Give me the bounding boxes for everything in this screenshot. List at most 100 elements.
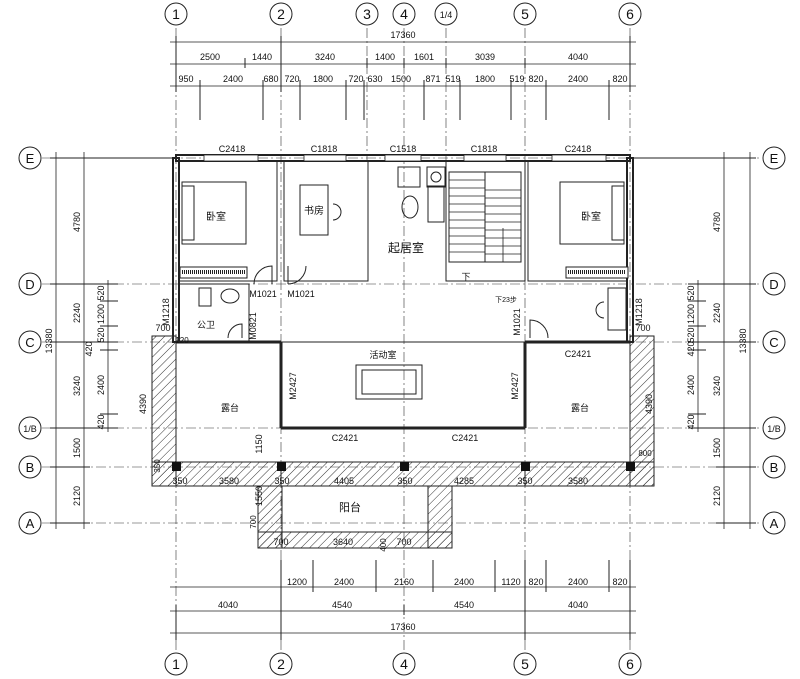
dim-label: 2160	[394, 577, 414, 587]
window-label: C1818	[311, 144, 338, 154]
walls	[172, 154, 634, 430]
dim-label: 720	[348, 74, 363, 84]
dim-label: 2400	[686, 375, 696, 395]
room-study: 书房	[304, 204, 324, 217]
window-label: C2421	[565, 349, 592, 359]
door-label: M2427	[288, 372, 298, 400]
dim-label: 520	[96, 285, 106, 300]
dim-label: 2500	[200, 52, 220, 62]
axis-label: A	[770, 516, 779, 531]
dim-label: 3580	[568, 476, 588, 486]
bottom-row2-labels: 4040 4540 4540 4040	[218, 600, 588, 610]
left-dimensions: 13380 4780 2240 3240 1500 2120 520 1200 …	[44, 152, 176, 529]
dim-label: 400	[379, 538, 388, 552]
door-label: M1021	[249, 289, 277, 299]
dim-label: 1200	[287, 577, 307, 587]
top-row1-labels: 2500 1440 3240 1400 1601 3039 4040	[200, 52, 588, 62]
bottom-row1-labels: 1200 2400 2160 2400 1120 820 2400 820	[287, 577, 628, 587]
dim-label: 2120	[712, 486, 722, 506]
axis-label: D	[769, 277, 778, 292]
room-bedroom-left: 卧室	[206, 210, 226, 223]
dim-label: 871	[425, 74, 440, 84]
left-axis-bubbles: E D C 1/B B A	[18, 146, 42, 535]
dim-label: 4040	[568, 600, 588, 610]
window-label: C1818	[471, 144, 498, 154]
door-label: M1021	[287, 289, 315, 299]
dim-label: 4390	[138, 394, 148, 414]
room-activity: 活动室	[369, 349, 396, 360]
dim-label: 2400	[96, 375, 106, 395]
dim-label: 700	[273, 537, 288, 547]
dim-label: 1440	[252, 52, 272, 62]
room-terrace-left: 露台	[221, 402, 239, 413]
door-label: M1218	[634, 298, 644, 326]
furniture	[179, 166, 629, 400]
top-dimensions: 17360 2500 1440 3240 1400 1601 3039 4040…	[170, 30, 636, 120]
bottom-ticks	[175, 560, 631, 640]
columns	[172, 462, 635, 471]
axis-label: 5	[521, 6, 529, 22]
dim-label: 350	[517, 476, 532, 486]
axis-label: 4	[400, 656, 408, 672]
dim-total-top: 17360	[390, 30, 415, 40]
axis-label: C	[25, 335, 34, 350]
window-labels: C2418 C1818 C1518 C1818 C2418 C2421 C242…	[219, 144, 592, 443]
dim-total-bottom: 17360	[390, 622, 415, 632]
axis-label: 4	[400, 6, 408, 22]
dim-label: 4780	[712, 212, 722, 232]
dim-label: 4285	[454, 476, 474, 486]
dim-label: 630	[367, 74, 382, 84]
dim-label: 520	[686, 327, 696, 342]
dim-label: 700	[249, 515, 258, 529]
dim-label: 800	[638, 449, 652, 458]
window-label: C2418	[565, 144, 592, 154]
parapets	[151, 335, 655, 549]
dim-label: 350	[172, 476, 187, 486]
terrace-dimensions: 3580 3580 4405 4285 350 350 350 350 350 …	[138, 323, 654, 552]
dim-label: 2400	[223, 74, 243, 84]
vertical-axis-lines	[175, 28, 631, 650]
dim-label: 4780	[72, 212, 82, 232]
dim-label: 1500	[712, 438, 722, 458]
dim-label: 3240	[315, 52, 335, 62]
dim-label: 1120	[501, 577, 520, 587]
room-terrace-right: 露台	[571, 402, 589, 413]
dim-label: 2120	[72, 486, 82, 506]
dim-label: 350	[397, 476, 412, 486]
axis-label: E	[26, 151, 35, 166]
dim-label: 120	[175, 336, 189, 345]
dim-label: 350	[153, 459, 162, 473]
dim-label: 4540	[454, 600, 474, 610]
door-label: M1021	[512, 308, 522, 336]
axis-label: 6	[626, 656, 634, 672]
window-marks	[203, 154, 607, 162]
top-axis-bubbles: 1 2 3 4 1/4 5 6	[164, 2, 642, 26]
window-label: C1518	[390, 144, 417, 154]
axis-label: B	[26, 460, 35, 475]
dim-total-right: 13380	[738, 328, 748, 353]
dim-label: 2240	[72, 303, 82, 323]
room-balcony: 阳台	[339, 500, 361, 514]
dim-label: 1200	[96, 304, 106, 324]
door-labels: M1021 M1021 M0821 M1021 M2427 M2427 M121…	[161, 289, 644, 400]
door-label: M0821	[248, 312, 258, 340]
dim-label: 3640	[333, 537, 353, 547]
dim-label: 700	[635, 323, 650, 333]
dim-label: 1150	[254, 434, 264, 453]
window-label: C2421	[452, 433, 479, 443]
window-label: C2418	[219, 144, 246, 154]
room-bathroom: 公卫	[197, 320, 215, 330]
axis-label: 2	[277, 6, 285, 22]
axis-label: 3	[363, 6, 371, 22]
dim-label: 520	[686, 285, 696, 300]
dim-label: 1500	[72, 438, 82, 458]
dim-label: 4040	[218, 600, 238, 610]
dim-label: 420	[96, 414, 106, 429]
top-row2-labels: 950 2400 680 720 1800 720 630 1500 871 5…	[178, 74, 627, 84]
axis-label: 1/B	[767, 424, 781, 434]
axis-label: 1	[172, 656, 180, 672]
dim-label: 1550	[254, 486, 264, 506]
dim-label: 2400	[454, 577, 474, 587]
dim-label: 4390	[644, 394, 654, 414]
dim-label: 1200	[686, 304, 696, 324]
